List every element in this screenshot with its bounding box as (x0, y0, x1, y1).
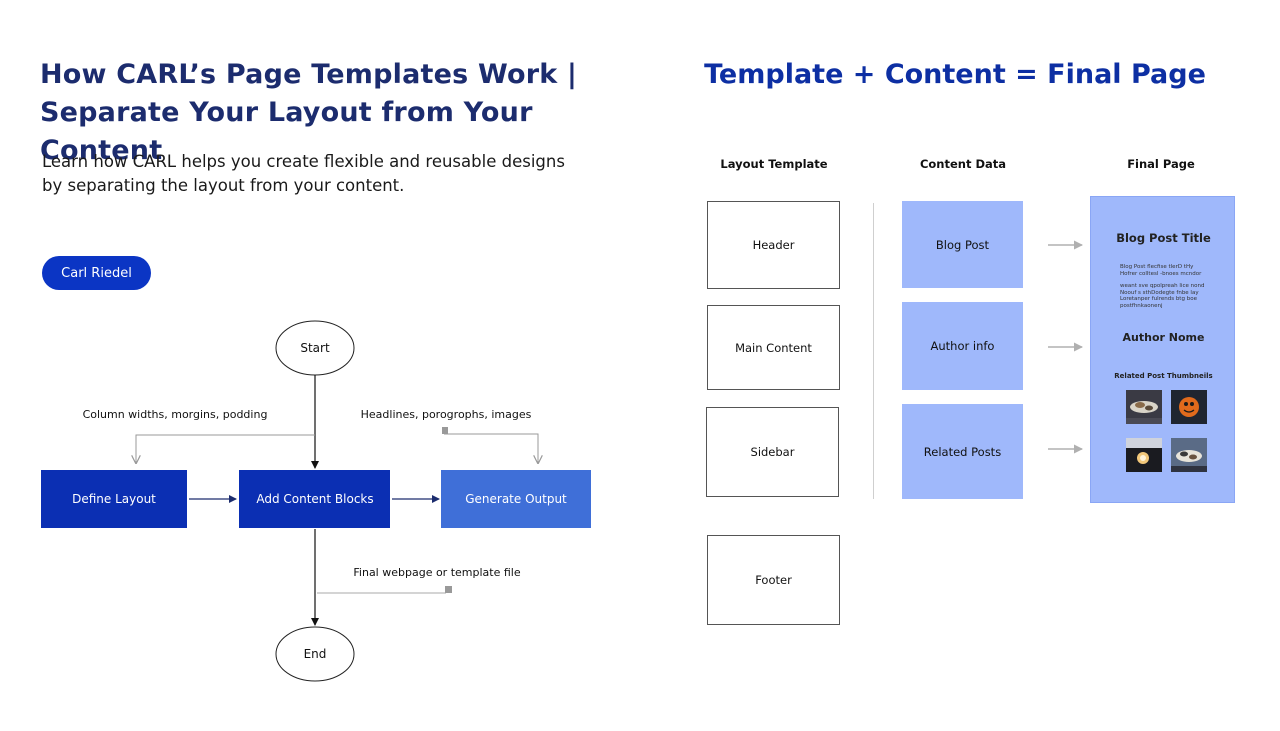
final-page-text-block-2: weant sve qpolpreah lice nond Noouf s st… (1120, 283, 1220, 309)
branch-marker (442, 427, 448, 434)
page-title-line-2: Separate Your Layout from Your Content (40, 97, 533, 166)
annotation-output: Final webpage or template file (353, 566, 520, 579)
output-annotation-marker (445, 586, 452, 593)
equation-title: Template + Content = Final Page (704, 59, 1206, 90)
final-page-related-heading: Related Post Thumbneils (1114, 372, 1213, 380)
thumbnail-image (1126, 390, 1162, 424)
thumbnail-image (1171, 438, 1207, 472)
step-define-layout (41, 470, 187, 528)
thumbnail-image (1126, 438, 1162, 472)
start-label: Start (300, 341, 330, 355)
column-head-final: Final Page (1127, 157, 1195, 171)
flowchart: Start End Define Layout Add Content Bloc… (41, 320, 591, 682)
step-add-content-blocks (239, 470, 390, 528)
layout-main-content-box: Main Content (707, 305, 840, 390)
page-subtitle: Learn how CARL helps you create flexible… (42, 150, 582, 198)
column-head-content: Content Data (919, 157, 1007, 171)
end-node (275, 626, 355, 682)
final-page-text-block-1: Blog Post flecfise tlerD tHy Hofrer coll… (1120, 264, 1220, 277)
layout-footer-box: Footer (707, 535, 840, 625)
text-line: Blog Post flecfise tlerD tHy (1120, 264, 1194, 270)
subtitle-line-2: by separating the layout from your conte… (42, 176, 405, 195)
text-line: Hofrer colltesl -bnoes mcndor (1120, 270, 1202, 277)
content-blog-post-box: Blog Post (902, 201, 1023, 288)
step-add-content-blocks-label: Add Content Blocks (256, 492, 373, 506)
content-author-info-box: Author info (902, 302, 1023, 390)
text-line: Noouf s sthDodegte fnbe lay (1120, 289, 1199, 296)
text-line: weant sve qpolpreah lice nond (1120, 283, 1205, 289)
final-page-author: Author Nome (1122, 331, 1205, 344)
page-title-line-1: How CARL’s Page Templates Work | (40, 59, 578, 90)
annotation-content: Headlines, porogrophs, images (361, 408, 532, 421)
content-related-posts-box: Related Posts (902, 404, 1023, 499)
step-generate-output-label: Generate Output (465, 492, 567, 506)
page-title: How CARL’s Page Templates Work | Separat… (40, 56, 640, 170)
annotation-layout: Column widths, morgins, podding (83, 408, 268, 421)
column-divider (873, 203, 874, 499)
end-label: End (304, 647, 327, 661)
step-define-layout-label: Define Layout (72, 492, 156, 506)
layout-header-box: Header (707, 201, 840, 289)
thumbnail-image (1171, 390, 1207, 424)
step-generate-output (441, 470, 591, 528)
final-page-preview: Blog Post Title Blog Post flecfise tlerD… (1090, 196, 1235, 503)
final-page-title: Blog Post Title (1116, 231, 1211, 245)
layout-sidebar-box: Sidebar (706, 407, 839, 497)
connector-to-step1 (136, 434, 315, 463)
text-line: postfhnkaonenj (1120, 302, 1163, 309)
text-line: Loretanper fulrends btg boe (1120, 296, 1197, 303)
subtitle-line-1: Learn how CARL helps you create flexible… (42, 152, 565, 171)
author-button[interactable]: Carl Riedel (42, 256, 151, 290)
column-head-layout: Layout Template (720, 157, 828, 171)
content-to-final-arrows (1048, 240, 1083, 454)
connector-to-step3 (444, 433, 538, 463)
